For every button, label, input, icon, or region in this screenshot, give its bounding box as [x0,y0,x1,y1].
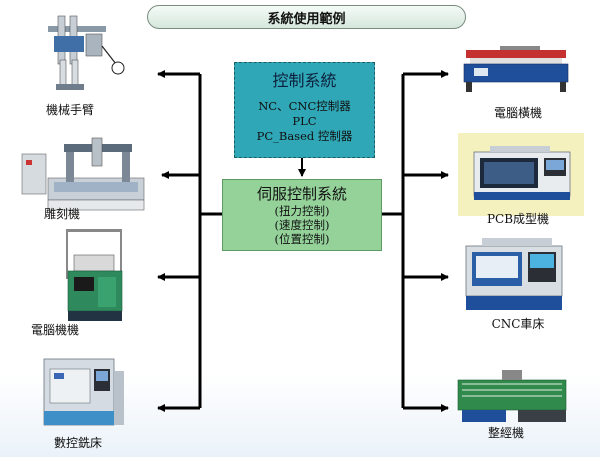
machine-label-pcb-forming: PCB成型機 [486,212,550,226]
control-system-line: NC、CNC控制器 [258,99,351,113]
diagram-title: 系統使用範例 [147,5,466,29]
machine-label-cnc-lathe: CNC車床 [491,317,545,331]
cnc-milling-machine-icon [43,358,124,426]
computer-machine-icon [66,229,123,321]
pcb-forming-machine-icon [473,146,571,200]
machine-label-cnc-milling: 數控銑床 [53,436,102,450]
servo-system-line: (位置控制) [274,232,330,246]
flat-knitting-machine-icon [463,46,569,92]
control-system-line: PLC [292,114,317,128]
control-system-title: 控制系統 [272,71,337,90]
control-system-line: PC_Based 控制器 [256,129,353,143]
machine-label-engraving-machine: 雕刻機 [43,207,80,221]
control-system-box: 控制系統 NC、CNC控制器 PLC PC_Based 控制器 [234,62,375,158]
servo-system-line: (速度控制) [274,218,330,232]
machine-label-robot-arm: 機械手臂 [45,103,94,117]
warping-machine-icon [457,370,567,422]
machine-label-warping-machine: 整經機 [487,426,524,440]
robot-arm-icon [48,15,125,90]
servo-system-line: (扭力控制) [274,204,330,218]
machine-label-computer-machine: 電腦機機 [30,323,79,337]
servo-system-box: 伺服控制系統 (扭力控制) (速度控制) (位置控制) [222,179,382,251]
machine-label-flat-knitting: 電腦橫機 [493,106,542,120]
cnc-lathe-icon [465,238,563,310]
engraving-machine-icon [21,137,145,211]
servo-system-title: 伺服控制系統 [256,185,347,203]
